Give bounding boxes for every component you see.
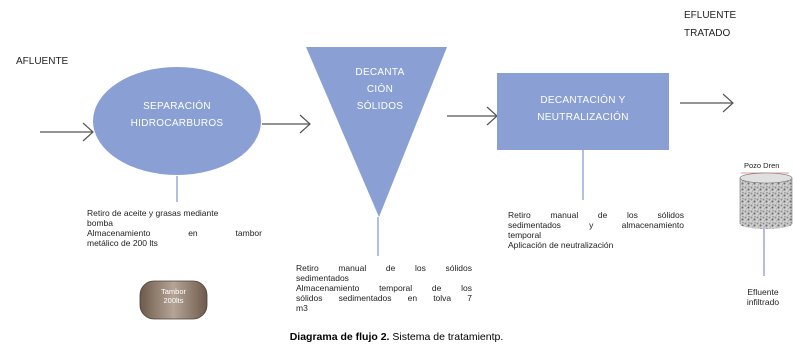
diagram-caption: Diagrama de flujo 2. Sistema de tratamie… [0, 331, 793, 343]
drum-label-line1: Tambor [160, 287, 186, 296]
separation-note-line3: Almacenamiento en tambor [87, 228, 262, 238]
settling-solids-note-line1: Retiro manual de los sólidos [296, 263, 472, 273]
arrow-settling-to-neutralization [447, 106, 498, 126]
neutralization-label-line1: DECANTACIÓN Y [540, 95, 626, 106]
settling-solids-note-line2: sedimentados [296, 273, 349, 283]
separation-stage-label: SEPARACIÓN HIDROCARBUROS [110, 98, 244, 132]
separation-label-line2: HIDROCARBUROS [130, 118, 224, 129]
drum-label-line2: 200lts [163, 296, 184, 305]
separation-note-line4: metálico de 200 lts [87, 238, 158, 248]
settling-solids-note: Retiro manual de los sólidos sedimentado… [296, 263, 472, 313]
infiltrated-label-line2: infiltrado [746, 297, 780, 307]
settling-solids-label-line3: SÓLIDOS [356, 101, 404, 112]
settling-solids-triangle [306, 47, 447, 217]
separation-note-line1: Retiro de aceite y grasas mediante [87, 208, 219, 218]
arrow-inflow [40, 122, 94, 142]
neutralization-rectangle [497, 73, 669, 150]
settling-solids-note-line4: sólidos sedimentados en tolva 7 [296, 293, 472, 303]
neutralization-label-line2: NEUTRALIZACIÓN [537, 112, 629, 123]
neutralization-stage-label: DECANTACIÓN Y NEUTRALIZACIÓN [497, 92, 669, 126]
separation-note-line2: bomba [87, 218, 113, 228]
arrow-separation-to-settling [262, 114, 311, 134]
neutralization-note-line4: Aplicación de neutralización [508, 240, 614, 250]
outflow-label-line1: EFLUENTE [684, 10, 737, 21]
settling-solids-label-line1: DECANTA [355, 67, 405, 78]
neutralization-note-line1: Retiro manual de los sólidos [508, 210, 684, 220]
settling-solids-stage-label: DECANTA CIÓN SÓLIDOS [330, 64, 430, 115]
inflow-label: AFLUENTE [16, 56, 69, 67]
neutralization-note: Retiro manual de los sólidos sedimentado… [508, 210, 684, 250]
settling-solids-label-line2: CIÓN [366, 84, 394, 95]
arrow-outflow [680, 93, 734, 113]
drain-well-picture [739, 172, 793, 229]
infiltrated-label-line1: Efluente [747, 287, 779, 297]
infiltrated-label: Efluente infiltrado [734, 287, 792, 307]
drain-well-label: Pozo Dren [744, 161, 780, 170]
caption-bold: Diagrama de flujo 2. [289, 331, 390, 343]
separation-ellipse [93, 67, 261, 175]
drum-picture [139, 280, 208, 320]
separation-label-line1: SEPARACIÓN [143, 101, 211, 112]
drum-label: Tambor 200lts [140, 287, 207, 305]
settling-solids-note-line5: m3 [296, 303, 308, 313]
caption-rest: Sistema de tratamientp. [389, 331, 504, 343]
outflow-label-line2: TRATADO [684, 28, 731, 39]
neutralization-note-line2: sedimentados y almacenamiento [508, 220, 684, 230]
settling-solids-note-line3: Almacenamiento temporal de los [296, 283, 472, 293]
neutralization-note-line3: temporal [508, 230, 542, 240]
separation-note: Retiro de aceite y grasas mediante bomba… [87, 208, 262, 248]
